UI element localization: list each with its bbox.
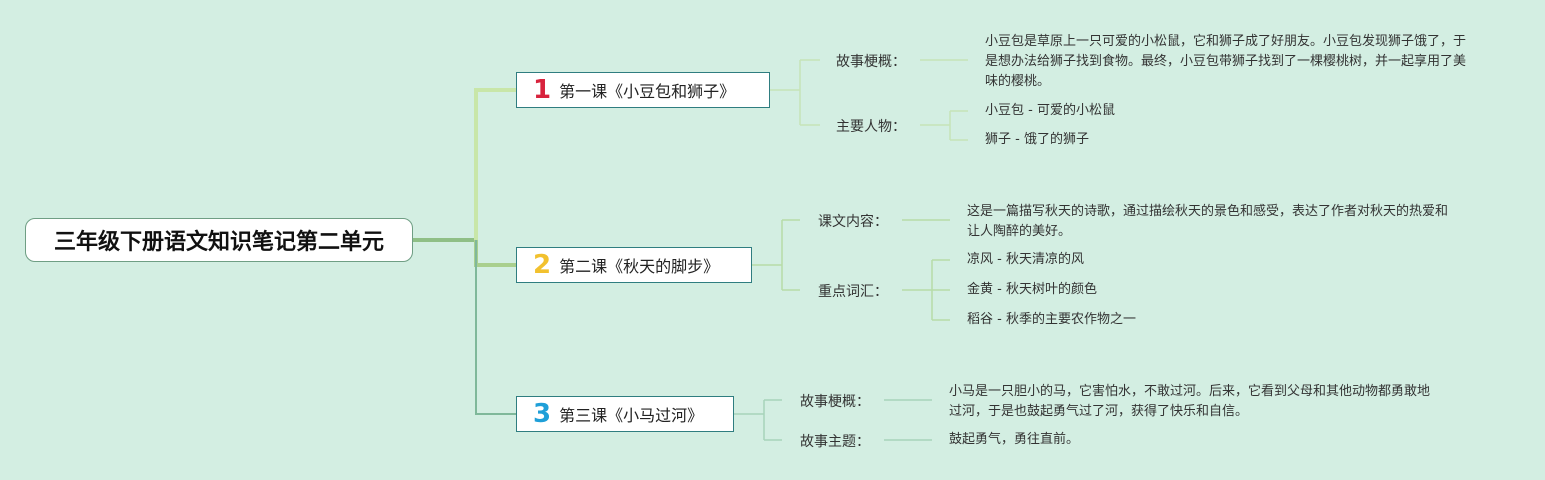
lesson-title-2: 第二课《秋天的脚步》 (559, 257, 720, 276)
root-topic[interactable]: 三年级下册语文知识笔记第二单元 (25, 218, 413, 262)
lesson-2-section-2-item-3[interactable]: 稻谷 - 秋季的主要农作物之一 (967, 312, 1136, 327)
lesson-3-node[interactable]: 3 第三课《小马过河》 (516, 396, 734, 432)
lesson-3-section-2-item-1[interactable]: 鼓起勇气，勇往直前。 (949, 432, 1080, 447)
lesson-2-section-2-item-2[interactable]: 金黄 - 秋天树叶的颜色 (967, 282, 1097, 297)
lesson-1-section-1-item-1[interactable]: 小豆包是草原上一只可爱的小松鼠，它和狮子成了好朋友。小豆包发现狮子饿了，于是想办… (985, 34, 1467, 89)
connector-l1-sections (770, 59, 820, 126)
connector-l2-sections (752, 219, 800, 291)
connector-l2-s2-leaves (902, 259, 950, 321)
connector-lesson-1 (474, 88, 516, 240)
lesson-number-1: 1 (533, 75, 552, 105)
lesson-2-section-2-item-1[interactable]: 凉风 - 秋天清凉的风 (967, 252, 1084, 267)
lesson-1-section-2-label[interactable]: 主要人物： (836, 119, 906, 135)
lesson-1-section-1-label[interactable]: 故事梗概： (836, 54, 906, 70)
lesson-3-section-1-item-1[interactable]: 小马是一只胆小的马，它害怕水，不敢过河。后来，它看到父母和其他动物都勇敢地过河，… (949, 384, 1431, 419)
lesson-3-section-1-label[interactable]: 故事梗概： (800, 394, 870, 410)
connector-lesson-2 (474, 240, 516, 267)
lesson-1-section-2-item-2[interactable]: 狮子 - 饿了的狮子 (985, 132, 1089, 147)
root-title: 三年级下册语文知识笔记第二单元 (53, 230, 384, 255)
lesson-2-node[interactable]: 2 第二课《秋天的脚步》 (516, 247, 752, 283)
lesson-2-section-1-label[interactable]: 课文内容： (818, 214, 888, 230)
lesson-title-1: 第一课《小豆包和狮子》 (559, 82, 736, 101)
lesson-2-section-2-label[interactable]: 重点词汇： (818, 284, 888, 300)
lesson-number-2: 2 (533, 250, 552, 280)
lesson-1-node[interactable]: 1 第一课《小豆包和狮子》 (516, 72, 770, 108)
lesson-title-3: 第三课《小马过河》 (559, 406, 704, 425)
connector-lesson-3 (475, 240, 516, 415)
connector-l3-sections (734, 399, 782, 441)
lesson-2-section-1-item-1[interactable]: 这是一篇描写秋天的诗歌，通过描绘秋天的景色和感受，表达了作者对秋天的热爱和让人陶… (967, 204, 1449, 239)
connector-l1-s2-leaves (920, 110, 968, 141)
lesson-1-section-2-item-1[interactable]: 小豆包 - 可爱的小松鼠 (985, 103, 1115, 118)
lesson-3-section-2-label[interactable]: 故事主题： (800, 434, 870, 450)
lesson-number-3: 3 (533, 399, 552, 429)
